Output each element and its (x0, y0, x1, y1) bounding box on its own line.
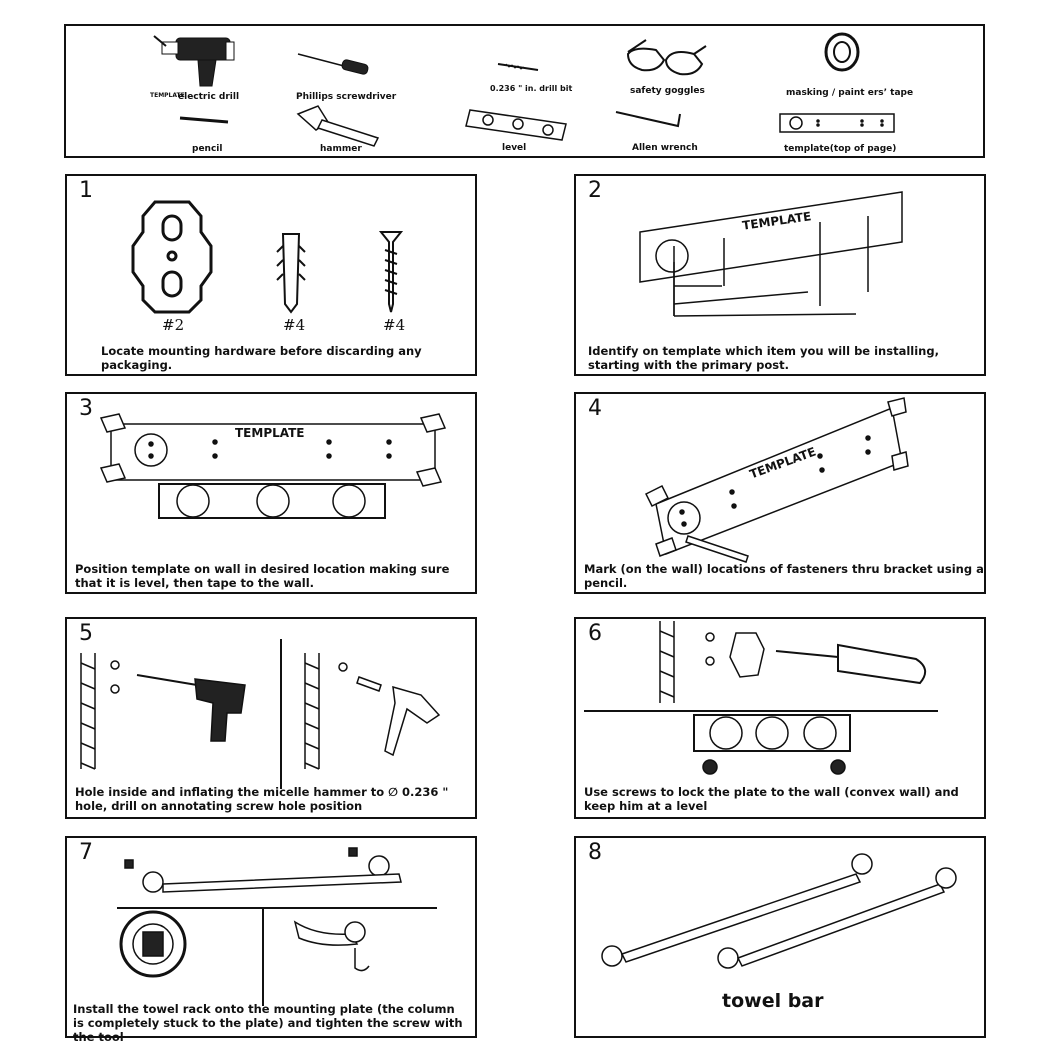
step-caption: Mark (on the wall) locations of fastener… (584, 562, 984, 590)
step-caption: Install the towel rack onto the mounting… (73, 1002, 463, 1044)
step-8-panel: 8 towel bar (574, 836, 986, 1038)
screw-plate-illustration (584, 621, 938, 775)
drill-hammer-illustration (80, 639, 441, 789)
step-number: 6 (588, 621, 602, 646)
template-illustration (639, 191, 903, 317)
step-5-panel: 5 Hole inside and inflating the micelle … (65, 617, 477, 819)
hardware-label: #2 (162, 316, 185, 334)
step-caption: Identify on template which item you will… (588, 344, 939, 372)
step-caption: Hole inside and inflating the micelle ha… (75, 785, 449, 813)
allen-label: Allen wrench (632, 143, 698, 153)
step-caption: Use screws to lock the plate to the wall… (584, 785, 959, 813)
step-caption: Position template on wall in desired loc… (75, 562, 450, 590)
tape-label: masking / paint ers’ tape (786, 88, 914, 98)
mounting-hardware-icon (131, 200, 404, 314)
step-number: 8 (588, 840, 602, 865)
tools-panel: TEMPLATE electric drill Phillips screwdr… (64, 24, 985, 158)
hammer-label: hammer (320, 144, 362, 154)
template-label: template(top of page) (784, 144, 897, 154)
step-number: 4 (588, 396, 602, 421)
phillips-label: Phillips screwdriver (296, 92, 397, 102)
towel-bar-illustration (601, 853, 957, 969)
step-2-panel: 2 TEMPLATE Identify on template which it… (574, 174, 986, 376)
drill-bit-label: 0.236 " in. drill bit (490, 84, 573, 93)
template-text: TEMPLATE (235, 426, 305, 440)
step-1-panel: 1 #2 #4 #4 Locate mounting hardware befo… (65, 174, 477, 376)
step-7-panel: 7 Install the towel rack onto the mounti… (65, 836, 477, 1044)
install-rack-illustration (117, 847, 437, 1006)
hardware-label: #4 (383, 316, 406, 334)
step-6-panel: 6 Use screws to lock the plate to the wa… (574, 617, 986, 819)
template-pencil-illustration (644, 397, 909, 563)
step-number: 2 (588, 178, 602, 203)
electric-drill-icon (153, 32, 895, 147)
hardware-label: #4 (283, 316, 306, 334)
template-mini-text: TEMPLATE (150, 92, 185, 99)
step-number: 5 (79, 621, 93, 646)
electric-drill-label: electric drill (178, 92, 240, 102)
step-4-panel: 4 TEMPLATE Mark (on the wall) locations … (574, 392, 986, 594)
pencil-label: pencil (192, 144, 223, 154)
template-level-illustration (99, 413, 447, 519)
step-caption: Locate mounting hardware before discardi… (101, 344, 422, 372)
step-3-panel: 3 TEMPLATE Position template on wall in … (65, 392, 477, 594)
towel-bar-label: towel bar (722, 990, 824, 1012)
step-number: 1 (79, 178, 93, 203)
step-number: 3 (79, 396, 93, 421)
level-label: level (502, 143, 527, 153)
step-number: 7 (79, 840, 93, 865)
goggles-label: safety goggles (630, 86, 705, 96)
